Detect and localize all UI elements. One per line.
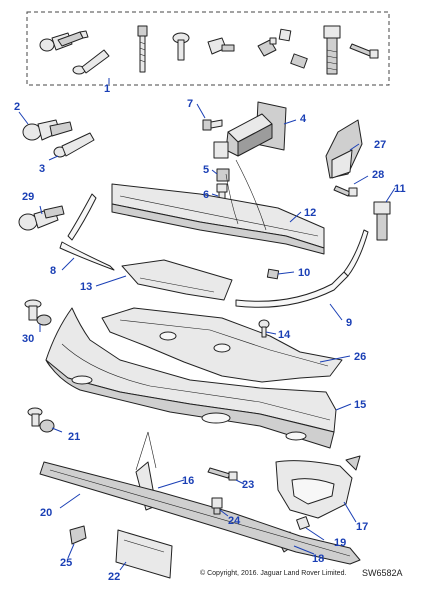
licence-plate-bracket-22 <box>115 529 173 579</box>
callout-1: 1 <box>104 83 110 95</box>
mount-bracket-27 <box>325 119 363 179</box>
clip-kit-small <box>207 37 235 55</box>
callout-30: 30 <box>22 333 34 345</box>
screw-23 <box>207 467 238 481</box>
callout-16: 16 <box>182 475 194 487</box>
callout-26: 26 <box>354 351 366 363</box>
bolt-7 <box>202 119 223 131</box>
push-rivet-3 <box>53 132 95 158</box>
screw-28 <box>333 185 358 197</box>
callout-10: 10 <box>298 267 310 279</box>
bracket-4 <box>213 101 287 159</box>
bolt-kit-small <box>349 43 379 59</box>
nut-clip-kit <box>257 37 277 57</box>
callout-7: 7 <box>187 98 193 110</box>
callout-8: 8 <box>50 265 56 277</box>
reference-code: SW6582A <box>362 568 403 578</box>
cage-nut-kit <box>278 28 308 69</box>
callout-15: 15 <box>354 399 366 411</box>
bolt-11 <box>373 201 391 241</box>
callout-21: 21 <box>68 431 80 443</box>
callout-23: 23 <box>242 479 254 491</box>
bumper-cover-15 <box>45 307 337 449</box>
clip-30 <box>24 299 52 326</box>
push-rivet-kit <box>72 49 110 75</box>
callout-24: 24 <box>228 515 241 527</box>
callout-4: 4 <box>300 113 307 125</box>
callout-25: 25 <box>60 557 72 569</box>
callout-3: 3 <box>39 163 45 175</box>
callout-20: 20 <box>40 507 52 519</box>
screw-24 <box>211 497 223 515</box>
callout-12: 12 <box>304 207 316 219</box>
splash-shield-26 <box>101 307 343 383</box>
fog-lamp-bezel-17 <box>275 455 361 519</box>
trim-strip-9 <box>235 229 369 308</box>
clip-25 <box>69 525 87 545</box>
callout-17: 17 <box>356 521 368 533</box>
callout-28: 28 <box>372 169 384 181</box>
callout-13: 13 <box>80 281 92 293</box>
callout-9: 9 <box>346 317 352 329</box>
callout-11: 11 <box>394 183 406 195</box>
callout-5: 5 <box>203 164 209 176</box>
reinforcement-beam-12 <box>111 183 325 255</box>
trim-strip-8 <box>59 193 115 271</box>
callout-19: 19 <box>334 537 346 549</box>
callout-14: 14 <box>278 329 291 341</box>
callout-18: 18 <box>312 553 324 565</box>
shoulder-bolt-kit <box>323 25 341 75</box>
callout-labels: 1 2 3 4 5 6 7 8 9 10 11 12 13 14 15 16 1… <box>14 83 406 583</box>
spacer-5 <box>216 168 230 182</box>
stud-kit <box>172 32 190 61</box>
copyright-text: © Copyright, 2016. Jaguar Land Rover Lim… <box>200 569 346 577</box>
fastener-kit-group <box>26 11 390 86</box>
screw-kit-long <box>137 25 148 73</box>
callout-2: 2 <box>14 101 20 113</box>
under-tray-13 <box>121 259 233 301</box>
push-clip-kit-1 <box>39 30 89 52</box>
clip-21 <box>27 407 55 433</box>
lower-grille-20 <box>39 461 361 565</box>
leader-lines <box>18 78 396 571</box>
clip-10 <box>266 268 280 280</box>
callout-27: 27 <box>374 139 386 151</box>
push-clip-29 <box>18 205 65 231</box>
clip-19 <box>296 516 310 530</box>
callout-29: 29 <box>22 191 34 203</box>
callout-22: 22 <box>108 571 120 583</box>
push-clip-2 <box>22 119 73 141</box>
callout-6: 6 <box>203 189 209 201</box>
